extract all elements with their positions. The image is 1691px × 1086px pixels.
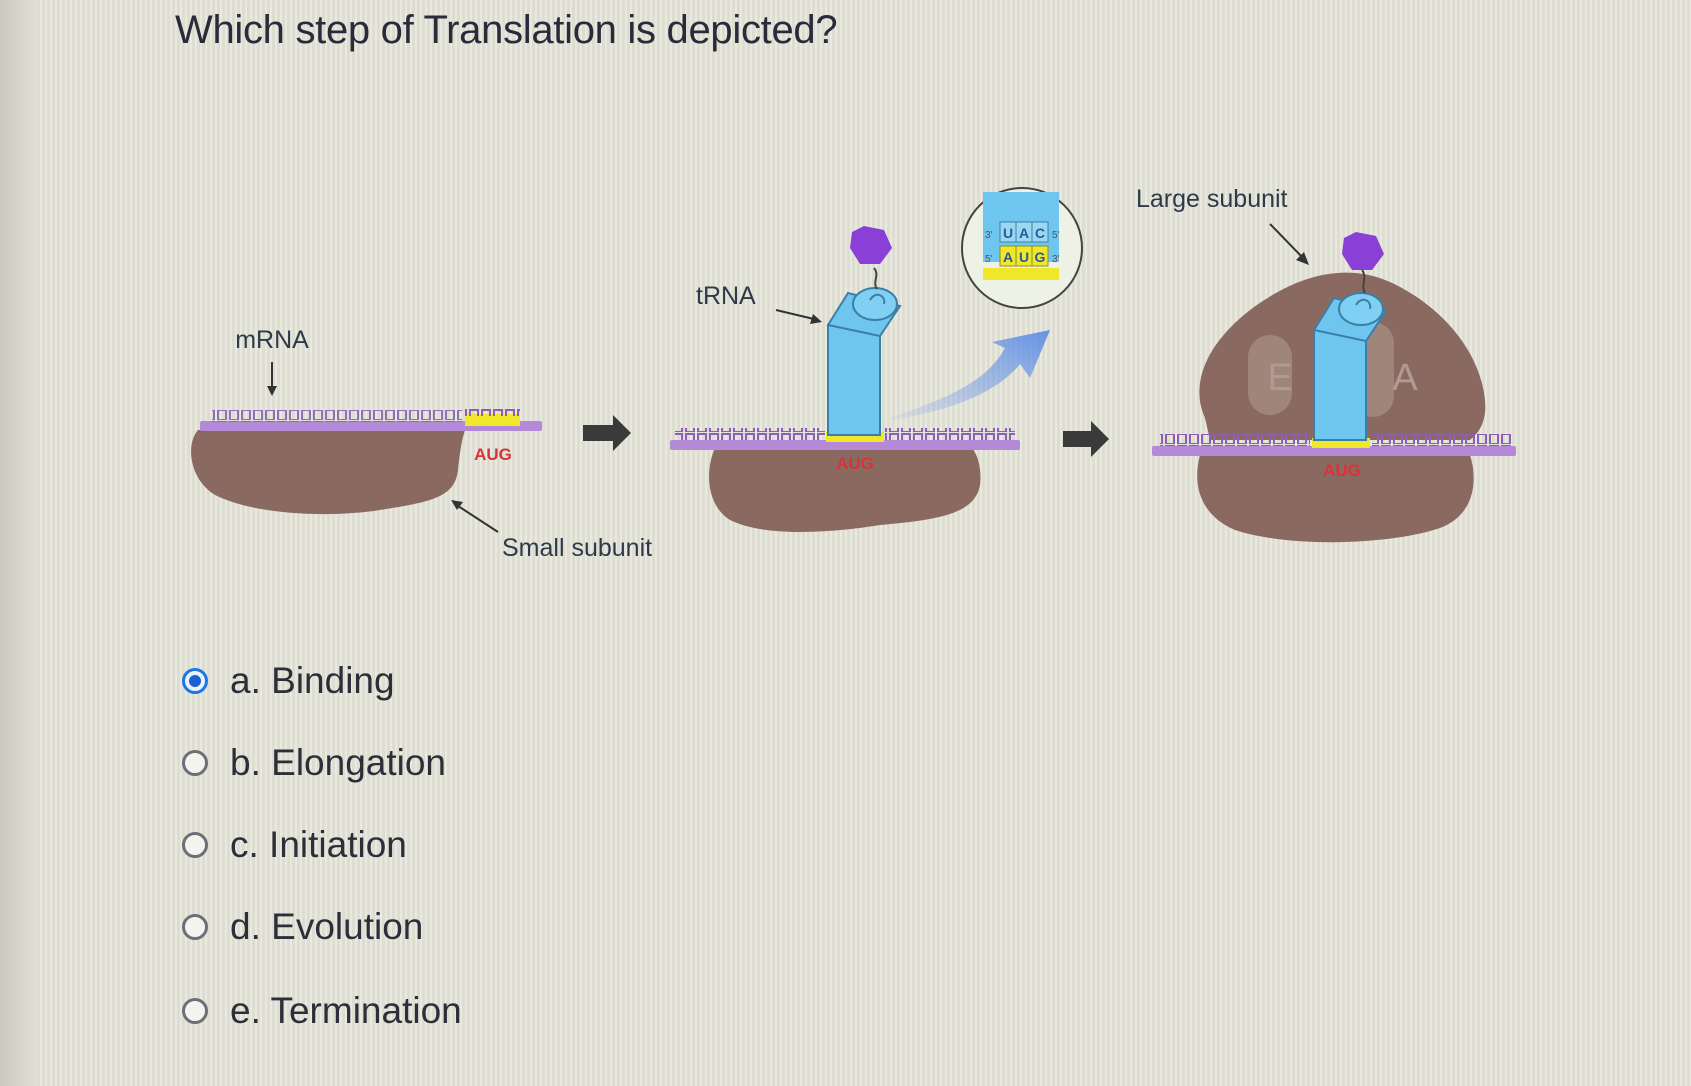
trna-pointer — [775, 309, 819, 321]
radio-c[interactable] — [182, 832, 208, 858]
svg-text:C: C — [1035, 225, 1045, 241]
radio-a[interactable] — [182, 668, 208, 694]
radio-e[interactable] — [182, 998, 208, 1024]
svg-text:U: U — [1003, 225, 1013, 241]
trna-body — [827, 324, 881, 436]
radio-b[interactable] — [182, 750, 208, 776]
large-subunit-label: Large subunit — [1136, 185, 1288, 213]
panel-assembled-ribosome: E P A AUG Large subunit — [1136, 185, 1516, 543]
svg-text:U: U — [1019, 249, 1029, 265]
radio-d[interactable] — [182, 914, 208, 940]
site-e: E — [1267, 357, 1292, 399]
mrna-strand-2 — [670, 440, 1020, 450]
trna-label: tRNA — [696, 282, 756, 310]
svg-text:A: A — [1019, 225, 1029, 241]
amino-acid — [850, 226, 892, 264]
start-codon-box — [465, 414, 520, 426]
option-d-label: d. Evolution — [230, 906, 424, 947]
svg-text:G: G — [1035, 249, 1046, 265]
end-3-top: 3' — [985, 230, 993, 241]
question-text: Which step of Translation is depicted? — [175, 8, 838, 52]
option-c[interactable]: c. Initiation — [182, 824, 407, 866]
mrna-strand-3 — [1152, 446, 1516, 456]
option-b-label: b. Elongation — [230, 742, 447, 783]
site-a: A — [1392, 357, 1418, 399]
anticodon: U A C — [999, 221, 1049, 243]
trna-body-2 — [1313, 329, 1367, 441]
codon-zoomed: A U G — [999, 245, 1049, 267]
end-3-bottom: 3' — [1052, 254, 1060, 265]
codon-label: AUG — [474, 445, 512, 464]
zoom-arrow — [890, 330, 1050, 420]
small-subunit-2 — [709, 448, 981, 532]
amino-acid-2 — [1342, 232, 1384, 270]
small-subunit-label: Small subunit — [502, 534, 652, 562]
end-5-top: 5' — [1052, 230, 1060, 241]
codon-label-3: AUG — [1323, 461, 1361, 480]
small-subunit — [191, 430, 465, 515]
panel-trna-binding: AUG tRNA U A C A U G — [670, 187, 1083, 532]
small-subunit-pointer — [454, 503, 499, 533]
mrna-strand — [200, 421, 542, 431]
end-5-bottom: 5' — [985, 254, 993, 265]
small-subunit-3 — [1197, 455, 1474, 543]
panel-small-subunit-mrna: AUG mRNA Small subunit — [191, 326, 652, 562]
step-arrow-1 — [583, 415, 631, 451]
option-e-label: e. Termination — [230, 990, 462, 1031]
left-edge-shadow — [0, 0, 38, 1086]
option-d[interactable]: d. Evolution — [182, 906, 423, 948]
option-b[interactable]: b. Elongation — [182, 742, 446, 784]
option-e[interactable]: e. Termination — [182, 990, 462, 1032]
option-a[interactable]: a. Binding — [182, 660, 395, 702]
mrna-label: mRNA — [235, 326, 309, 354]
step-arrow-2 — [1063, 421, 1109, 457]
codon-label-2: AUG — [836, 454, 874, 473]
large-subunit-pointer — [1269, 223, 1306, 261]
option-a-label: a. Binding — [230, 660, 395, 701]
option-c-label: c. Initiation — [230, 824, 407, 865]
svg-text:A: A — [1003, 249, 1013, 265]
